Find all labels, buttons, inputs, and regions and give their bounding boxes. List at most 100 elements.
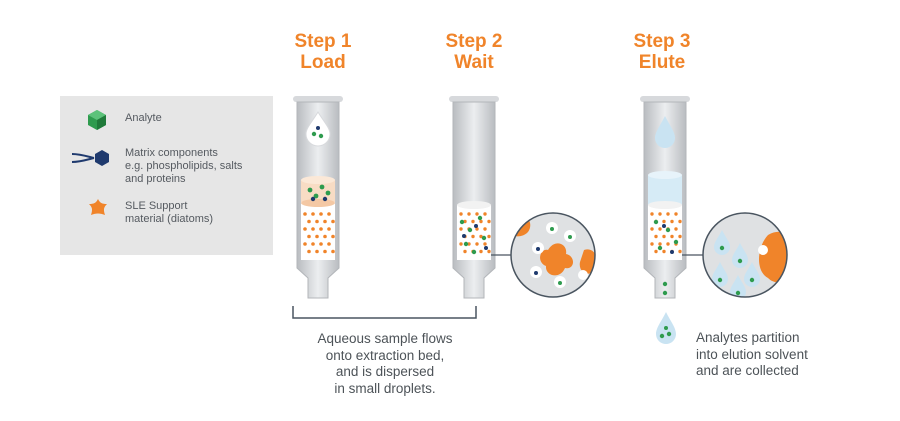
matrix-particle	[670, 250, 674, 254]
support-particle	[678, 219, 682, 224]
analyte-icon	[88, 110, 106, 130]
support-particle	[483, 212, 487, 216]
support-particle	[650, 227, 654, 231]
analyte-particle	[325, 190, 331, 196]
support-particle	[323, 219, 327, 224]
analyte-particle	[673, 239, 679, 245]
support-particle	[678, 249, 682, 254]
matrix-component-icon	[71, 150, 109, 166]
support-particle	[650, 212, 654, 216]
support-particle	[666, 242, 670, 246]
support-particle	[479, 234, 483, 239]
legend-matrix-line1: Matrix components	[125, 147, 218, 159]
support-particle	[487, 219, 491, 224]
caption-load-line3: and is dispersed	[335, 364, 435, 379]
caption-load-line1: Aqueous sample flows	[317, 331, 453, 346]
matrix-particle	[310, 196, 316, 202]
zoom-circle-step2	[510, 212, 596, 298]
analyte-particle	[318, 133, 324, 139]
step1-header: Step 1 Load	[253, 31, 393, 73]
support-particle	[666, 212, 670, 216]
caption-elute: Analytes partition into elution solvent …	[696, 330, 856, 380]
support-particle	[662, 234, 666, 239]
analyte-particle	[477, 215, 483, 221]
step1-title: Step 1	[294, 31, 352, 52]
support-particle	[475, 227, 479, 231]
support-particle	[327, 227, 331, 231]
support-particle	[303, 242, 307, 246]
support-particle	[331, 219, 335, 224]
support-particle	[670, 234, 674, 239]
legend-matrix-line2: e.g. phospholipids, salts	[125, 160, 243, 172]
support-particle	[331, 249, 335, 254]
support-particle	[475, 212, 479, 216]
support-particle	[319, 227, 323, 231]
support-particle	[327, 242, 331, 246]
sle-support-icon	[89, 199, 107, 215]
legend-support-line1: SLE Support	[125, 200, 188, 212]
analyte-particle	[463, 241, 469, 247]
support-particle	[311, 242, 315, 246]
support-particle	[483, 242, 487, 246]
analyte-particle	[459, 219, 465, 225]
legend-matrix-label: Matrix components e.g. phospholipids, sa…	[125, 147, 242, 186]
legend-box: Analyte Matrix components e.g. phospholi…	[60, 96, 273, 255]
support-particle	[307, 249, 311, 254]
legend-support-label: SLE Support material (diatoms)	[125, 200, 213, 226]
analyte-particle	[313, 193, 319, 199]
support-particle	[487, 249, 491, 254]
support-particle	[319, 212, 323, 216]
matrix-particle	[322, 196, 328, 202]
support-particle	[323, 249, 327, 254]
tube-step3	[640, 96, 703, 299]
matrix-particle	[316, 126, 320, 130]
support-particle	[487, 234, 491, 239]
support-particle	[319, 242, 323, 246]
support-particle	[658, 212, 662, 216]
support-particle	[303, 227, 307, 231]
support-particle	[479, 219, 483, 224]
support-particle	[475, 242, 479, 246]
caption-load-line4: in small droplets.	[334, 380, 436, 396]
analyte-particle	[471, 249, 477, 255]
support-particle	[303, 212, 307, 216]
analyte-particle	[653, 219, 659, 225]
analyte-particle	[467, 227, 473, 233]
support-particle	[650, 242, 654, 246]
support-particle	[459, 212, 463, 216]
step1-action: Load	[300, 52, 346, 73]
support-particle	[327, 212, 331, 216]
support-particle	[467, 212, 471, 216]
support-particle	[459, 227, 463, 231]
support-particle	[323, 234, 327, 239]
analyte-particle	[311, 131, 317, 137]
support-particle	[662, 249, 666, 254]
step2-header: Step 2 Wait	[404, 31, 544, 73]
support-particle	[311, 212, 315, 216]
caption-elute-line1: Analytes partition	[696, 330, 800, 345]
support-particle	[463, 249, 467, 254]
support-particle	[467, 242, 471, 246]
support-particle	[479, 249, 483, 254]
support-particle	[311, 227, 315, 231]
analyte-particle	[657, 245, 663, 251]
caption-elute-line3: and are collected	[696, 363, 799, 378]
analyte-particle	[662, 281, 668, 287]
support-particle	[459, 242, 463, 246]
legend-matrix-line3: and proteins	[125, 173, 186, 185]
support-particle	[678, 234, 682, 239]
analyte-particle	[662, 290, 668, 296]
support-particle	[307, 219, 311, 224]
support-particle	[654, 249, 658, 254]
step2-title: Step 2	[445, 31, 503, 52]
support-particle	[307, 234, 311, 239]
caption-load-line2: onto extraction bed,	[325, 347, 445, 363]
support-particle	[654, 234, 658, 239]
caption-bracket	[292, 306, 477, 319]
support-particle	[662, 219, 666, 224]
support-particle	[315, 219, 319, 224]
step3-header: Step 3 Elute	[592, 31, 732, 73]
support-particle	[315, 249, 319, 254]
analyte-particle	[665, 227, 671, 233]
support-particle	[315, 234, 319, 239]
